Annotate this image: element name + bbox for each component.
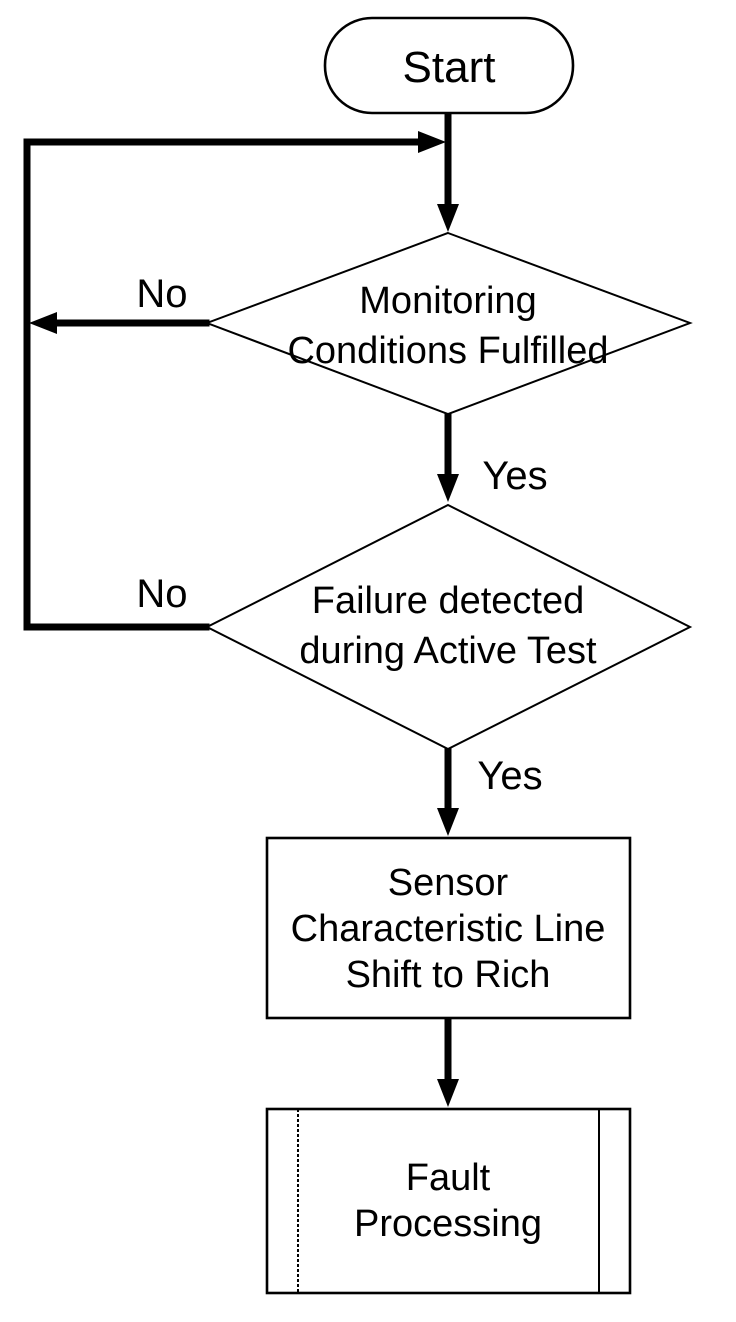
label-yes-monitoring: Yes	[482, 454, 547, 498]
arrowhead-right-icon	[418, 131, 446, 153]
arrowhead-down-icon	[437, 204, 459, 232]
edge-start-to-monitoring	[437, 107, 459, 232]
fault-processing-line1: Fault	[406, 1157, 491, 1199]
edge-no-monitoring	[29, 312, 210, 334]
decision-monitoring-line1: Monitoring	[359, 280, 536, 322]
start-node	[323, 16, 575, 115]
predefined-process-fault	[265, 1107, 632, 1295]
arrowhead-down-icon	[437, 474, 459, 502]
arrowhead-down-icon	[437, 808, 459, 836]
decision-failure-active-test	[204, 503, 693, 751]
decision-failure-line2: during Active Test	[299, 630, 597, 672]
edge-yes-monitoring	[437, 410, 459, 502]
decision-failure-line1: Failure detected	[312, 580, 585, 622]
label-no-monitoring: No	[136, 272, 187, 316]
process-sensor-line2: Characteristic Line	[291, 908, 606, 950]
arrowhead-down-icon	[437, 1079, 459, 1107]
edge-sensor-to-fault	[437, 1014, 459, 1107]
label-no-active-test: No	[136, 572, 187, 616]
process-sensor-line1: Sensor	[388, 862, 509, 904]
fault-processing-line2: Processing	[354, 1203, 542, 1245]
edge-yes-active-test	[437, 745, 459, 836]
arrowhead-left-icon	[29, 312, 57, 334]
decision-monitoring-conditions	[204, 231, 693, 416]
process-sensor-line3: Shift to Rich	[346, 954, 551, 996]
loop-return-line	[23, 131, 446, 631]
label-yes-active-test: Yes	[477, 754, 542, 798]
start-label: Start	[403, 43, 496, 92]
process-sensor-shift	[265, 836, 632, 1020]
decision-monitoring-line2: Conditions Fulfilled	[287, 330, 608, 372]
